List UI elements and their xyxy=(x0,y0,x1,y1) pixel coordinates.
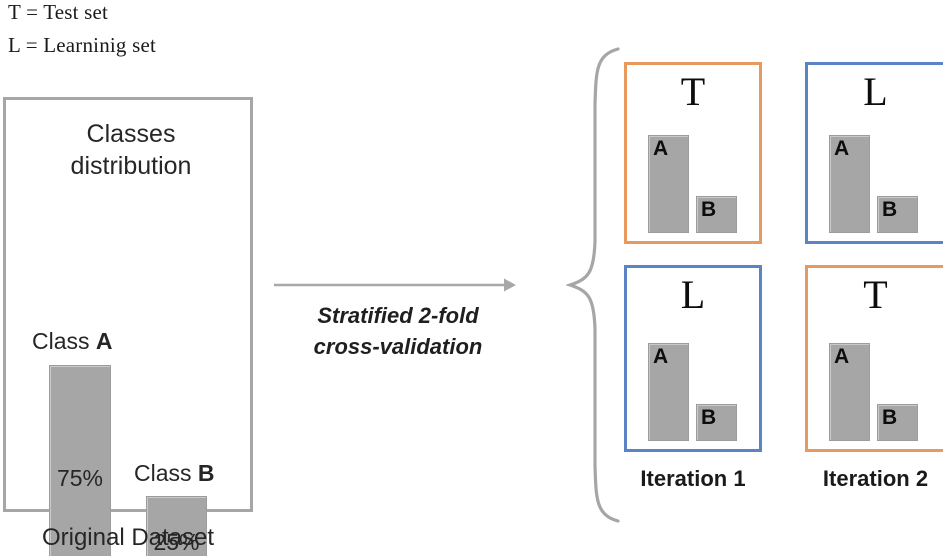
fold-box-bottom-left-bar-b-label: B xyxy=(701,406,717,429)
classes-distribution-title-line2: distribution xyxy=(70,152,192,180)
original-dataset-panel: Classes distribution Class A Class B 75%… xyxy=(3,97,256,556)
classes-distribution-title-line1: Classes xyxy=(86,120,176,148)
class-b-label: Class B xyxy=(134,460,215,487)
stratified-split-caption: Stratified 2-fold cross-validation xyxy=(278,300,518,362)
fold-box-bottom-left-bar-b: B xyxy=(696,404,737,441)
fold-box-top-left-bar-a-label: A xyxy=(653,137,669,160)
fold-box-top-right-bar-b-label: B xyxy=(882,198,898,221)
stratified-split-caption-line1: Stratified 2-fold xyxy=(317,303,479,328)
fold-box-top-right-title: L xyxy=(863,69,888,114)
fold-box-bottom-left-title: L xyxy=(680,272,706,317)
fold-box-top-left-bar-a: A xyxy=(648,135,689,233)
fold-box-top-right: L A B xyxy=(805,62,943,244)
grouping-brace xyxy=(564,45,626,525)
original-bar-class-a-value: 75% xyxy=(56,465,104,491)
fold-box-bottom-right-bar-a: A xyxy=(829,343,870,441)
fold-box-bottom-left-bar-a: A xyxy=(648,343,689,441)
fold-box-bottom-right: T A B xyxy=(805,265,943,452)
stratified-split-caption-line2: cross-validation xyxy=(313,334,483,359)
iteration-2-caption: Iteration 2 xyxy=(822,466,929,491)
class-b-label-prefix: Class xyxy=(134,460,198,486)
fold-box-top-left-title: T xyxy=(680,69,706,114)
stratified-split-arrow xyxy=(274,272,516,298)
fold-box-top-right-bar-b: B xyxy=(877,196,918,233)
fold-box-bottom-left-bar-a-label: A xyxy=(653,345,669,368)
original-dataset-caption: Original Dataset xyxy=(41,524,215,551)
class-a-label: Class A xyxy=(32,328,113,355)
legend-learning-set: L = Learninig set xyxy=(8,33,157,57)
original-bar-class-b: 25% xyxy=(146,496,207,556)
legend-test-set: T = Test set xyxy=(8,0,109,24)
fold-box-top-left-bar-b: B xyxy=(696,196,737,233)
fold-box-bottom-left: L A B xyxy=(624,265,762,452)
iteration-1-caption: Iteration 1 xyxy=(640,466,746,491)
class-a-label-prefix: Class xyxy=(32,328,96,354)
fold-box-bottom-right-bar-b-label: B xyxy=(882,406,898,429)
class-b-label-letter: B xyxy=(197,460,215,486)
fold-box-top-left: T A B xyxy=(624,62,762,244)
arrow-icon xyxy=(274,278,516,292)
curly-brace-icon xyxy=(564,47,620,523)
fold-box-top-right-bar-a-label: A xyxy=(834,137,850,160)
classes-distribution-title: Classes distribution xyxy=(6,118,256,182)
fold-box-bottom-right-bar-b: B xyxy=(877,404,918,441)
fold-box-bottom-right-bar-a-label: A xyxy=(834,345,850,368)
fold-box-bottom-right-title: T xyxy=(863,272,888,317)
fold-box-top-right-bar-a: A xyxy=(829,135,870,233)
original-bar-class-b-value: 25% xyxy=(153,529,200,555)
fold-box-top-left-bar-b-label: B xyxy=(701,198,717,221)
original-bar-class-a: 75% xyxy=(49,365,111,556)
class-a-label-letter: A xyxy=(95,328,113,354)
